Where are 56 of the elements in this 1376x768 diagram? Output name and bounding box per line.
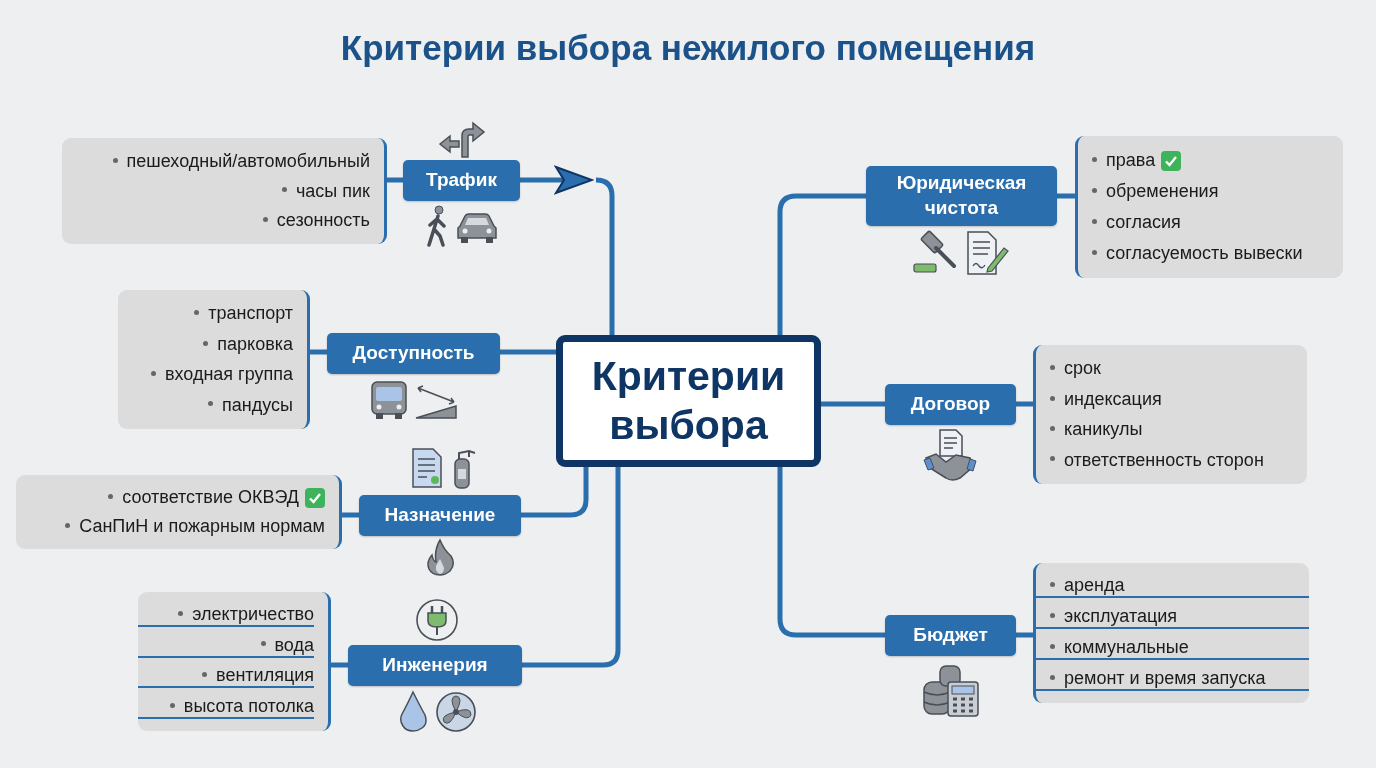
detail-panel — [118, 290, 310, 429]
connector-line — [310, 349, 327, 355]
connector-line — [1016, 632, 1033, 638]
detail-panel — [16, 475, 342, 549]
category-box: Бюджет — [885, 615, 1016, 656]
bullet-item: права — [1092, 150, 1156, 171]
category-box: Трафик — [403, 160, 520, 201]
bullet-item: высота потолка — [169, 696, 314, 718]
connector-line — [500, 349, 556, 355]
detail-panel — [1033, 563, 1309, 703]
connector-line — [1057, 193, 1075, 199]
bullet-item: вода — [260, 634, 314, 656]
detail-panel — [1075, 136, 1343, 278]
bullet-item: коммунальные — [1050, 637, 1189, 658]
connector-line — [777, 467, 885, 638]
central-topic-box: Критерии выбора — [556, 335, 821, 467]
bullet-item: транспорт — [194, 303, 293, 325]
bullet-item: соответствие ОКВЭД — [108, 487, 299, 508]
bullet-item: аренда — [1050, 575, 1125, 596]
detail-panel — [62, 138, 387, 244]
category-box: Доступность — [327, 333, 500, 374]
connector-line — [821, 401, 885, 407]
category-box: Юридическая чистота — [866, 166, 1057, 226]
bullet-item: эксплуатация — [1050, 606, 1178, 627]
bullet-item: ремонт и время запуска — [1050, 668, 1266, 689]
bullet-item: согласуемость вывески — [1092, 243, 1303, 264]
category-box: Назначение — [359, 495, 521, 536]
bullet-item: входная группа — [150, 364, 293, 386]
connector-line — [331, 662, 348, 668]
bullet-item: индексация — [1050, 388, 1162, 410]
bullet-item: пандусы — [208, 394, 293, 416]
bullet-item: электричество — [178, 603, 314, 625]
title: Критерии выбора нежилого помещения — [339, 28, 1037, 68]
connector-line — [522, 467, 621, 668]
connector-line — [521, 467, 589, 518]
connector-line — [342, 512, 359, 518]
category-box: Договор — [885, 384, 1016, 425]
bullet-item: каникулы — [1050, 419, 1143, 441]
bullet-item: вентиляция — [202, 665, 314, 687]
bullet-item: парковка — [203, 333, 293, 355]
bullet-item: СанПиН и пожарным нормам — [65, 516, 325, 537]
connector-line — [593, 177, 615, 335]
connector-line — [1016, 401, 1033, 407]
connector-line — [777, 193, 866, 335]
connector-line — [387, 177, 403, 183]
bullet-item: срок — [1050, 358, 1101, 380]
bullet-item: пешеходный/автомобильный — [112, 150, 370, 172]
bullet-item: часы пик — [282, 180, 370, 202]
bullet-item: обременения — [1092, 181, 1219, 202]
arrow — [520, 166, 593, 194]
bullet-item: ответственность сторон — [1050, 449, 1264, 471]
bullet-item: согласия — [1092, 212, 1181, 233]
bullet-item: сезонность — [262, 210, 370, 232]
detail-panel — [1033, 345, 1307, 484]
category-box: Инженерия — [348, 645, 522, 686]
detail-panel — [138, 592, 331, 731]
